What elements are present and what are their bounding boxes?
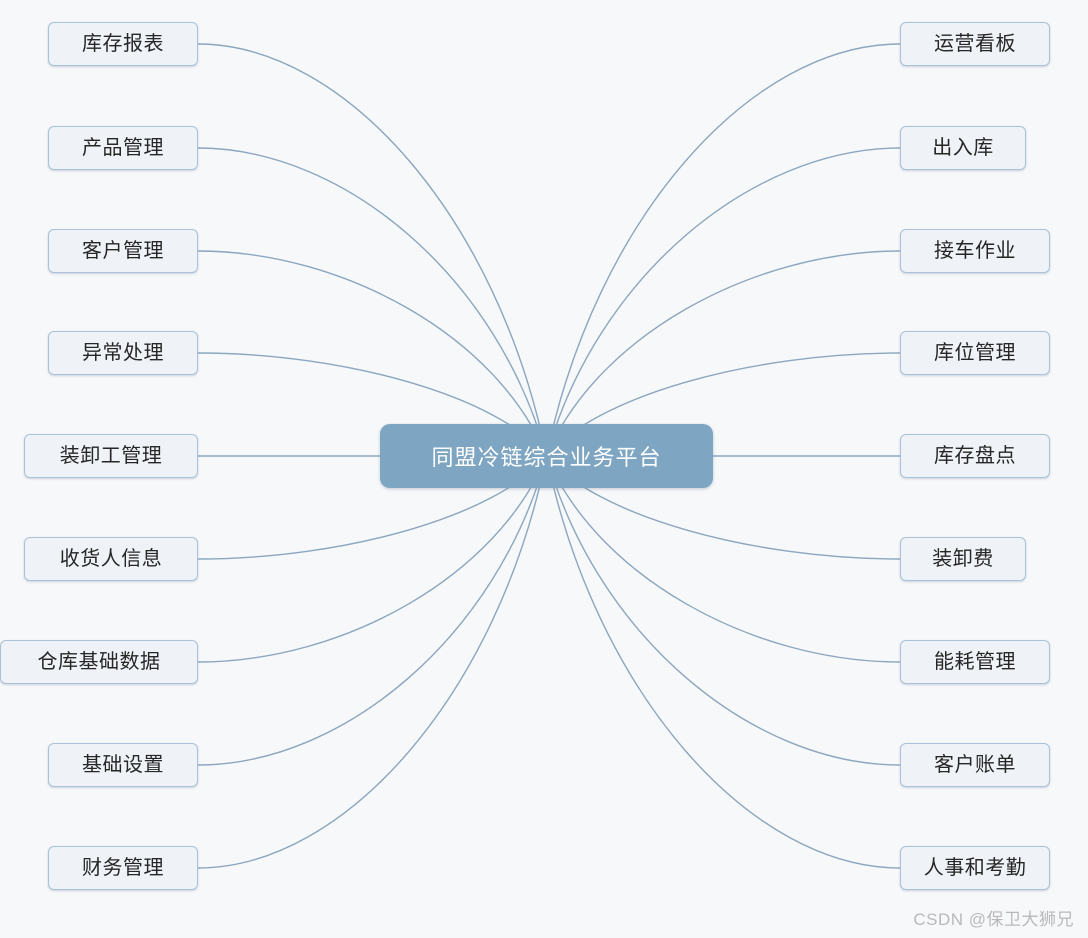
watermark-label: CSDN @保卫大狮兄: [913, 910, 1074, 929]
branch-node-right-0[interactable]: 运营看板: [900, 22, 1050, 66]
branch-node-right-5[interactable]: 装卸费: [900, 537, 1026, 581]
branch-node-right-6[interactable]: 能耗管理: [900, 640, 1050, 684]
branch-node-right-1[interactable]: 出入库: [900, 126, 1026, 170]
edge-left-7: [197, 455, 548, 766]
branch-node-left-6[interactable]: 仓库基础数据: [0, 640, 198, 684]
branch-node-left-7[interactable]: 基础设置: [48, 743, 198, 787]
edge-left-0: [197, 43, 548, 457]
edge-right-8: [545, 455, 901, 869]
branch-node-right-2[interactable]: 接车作业: [900, 229, 1050, 273]
branch-node-right-3[interactable]: 库位管理: [900, 331, 1050, 375]
branch-node-right-4[interactable]: 库存盘点: [900, 434, 1050, 478]
center-node[interactable]: 同盟冷链综合业务平台: [380, 424, 713, 488]
branch-node-left-3[interactable]: 异常处理: [48, 331, 198, 375]
edge-right-7: [545, 455, 901, 766]
branch-node-left-8[interactable]: 财务管理: [48, 846, 198, 890]
edge-left-8: [197, 455, 548, 869]
branch-node-left-2[interactable]: 客户管理: [48, 229, 198, 273]
edge-left-1: [197, 147, 548, 457]
branch-node-left-0[interactable]: 库存报表: [48, 22, 198, 66]
branch-node-right-8[interactable]: 人事和考勤: [900, 846, 1050, 890]
edge-right-0: [545, 43, 901, 457]
edge-right-1: [545, 147, 901, 457]
branch-node-left-5[interactable]: 收货人信息: [24, 537, 198, 581]
branch-node-left-4[interactable]: 装卸工管理: [24, 434, 198, 478]
branch-node-right-7[interactable]: 客户账单: [900, 743, 1050, 787]
branch-node-left-1[interactable]: 产品管理: [48, 126, 198, 170]
